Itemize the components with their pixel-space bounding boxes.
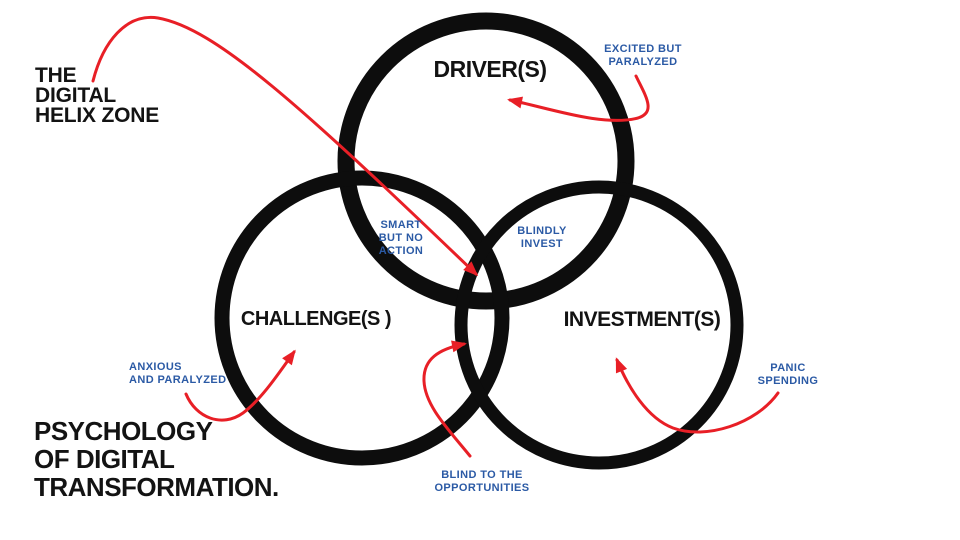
brand-title: THE DIGITAL HELIX ZONE (35, 64, 160, 127)
drivers-circle (337, 12, 635, 310)
note-anxious-and-paralyzed: ANXIOUS AND PARALYZED (129, 361, 227, 386)
note-blind-to-the-opportunities: BLIND TO THE OPPORTUNITIES (434, 469, 530, 494)
challenges-circle (214, 170, 510, 466)
arrow-excited-to-drivers (507, 74, 650, 122)
investments-circle (454, 180, 744, 470)
arrow-blind-opportunities-to-intersection (422, 340, 472, 458)
note-panic-spending: PANIC SPENDING (757, 362, 819, 387)
caption-psychology: PSYCHOLOGY OF DIGITAL TRANSFORMATION. (34, 416, 279, 502)
note-blindly-invest: BLINDLY INVEST (517, 225, 567, 250)
note-smart-but-no-action: SMART BUT NO ACTION (378, 219, 424, 257)
investments-label: INVESTMENT(S) (563, 308, 721, 331)
drivers-label: DRIVER(S) (433, 56, 547, 82)
arrow-panic-to-investments (615, 357, 780, 434)
arrow-helix-zone-to-center (91, 15, 479, 277)
challenges-label: CHALLENGE(S ) (240, 308, 392, 330)
arrow-anxious-to-challenges (184, 349, 296, 422)
note-excited-but-paralyzed: EXCITED BUT PARALYZED (604, 43, 682, 68)
